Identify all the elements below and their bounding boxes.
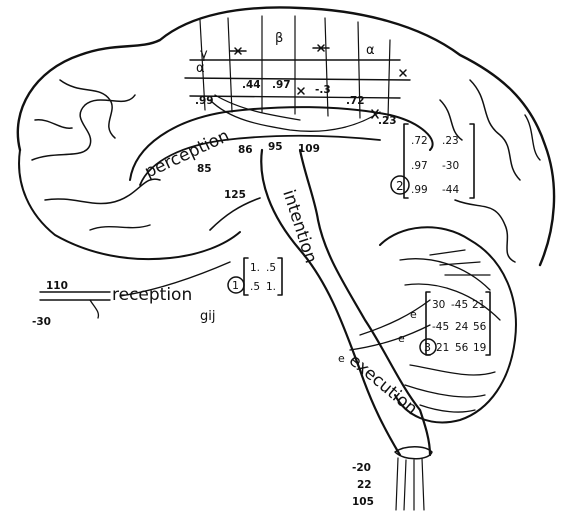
cerebellum-label-e: e: [398, 332, 405, 345]
cortex-number-99: .99: [195, 95, 214, 107]
matrix-1-cell: .5: [250, 281, 260, 293]
matrix-1-marker: 1: [232, 279, 239, 292]
matrix-3-cell: 24: [455, 321, 469, 333]
pathway-number-95: 95: [268, 141, 283, 153]
matrix-3-cell: 30: [432, 299, 445, 311]
cortex-number-3: -.3: [315, 84, 331, 96]
matrix-2-cell: .72: [411, 135, 428, 147]
label-gij: gij: [200, 309, 215, 324]
matrix-2-cell: .97: [411, 160, 428, 172]
greek-gamma: γ: [200, 47, 208, 62]
matrix-2-cell: .99: [411, 184, 428, 196]
greek-beta: β: [275, 31, 283, 46]
matrix-1-cell: .5: [266, 262, 276, 274]
matrix-3-cell: 21: [472, 299, 485, 311]
greek-alpha-2: α: [366, 43, 375, 58]
label-perception: perception: [142, 126, 233, 183]
matrix-2-cell: -44: [442, 184, 459, 196]
matrix-1-cell: 1.: [250, 262, 260, 274]
matrix-3-cell: 21: [436, 342, 449, 354]
pathway-number-105: 105: [352, 496, 374, 508]
label-reception: reception: [112, 285, 192, 305]
cerebellum-label-e: e: [410, 308, 417, 321]
cortex-number-97: .97: [272, 79, 291, 91]
cortex-number-23: .23: [378, 115, 397, 127]
matrix-1-cell: 1.: [266, 281, 276, 293]
greek-alpha: α: [196, 61, 205, 76]
label-execution: execution: [345, 351, 421, 420]
label-intention: intention: [278, 187, 320, 265]
pathway-number-20: -20: [352, 462, 371, 474]
matrix-3-cell: 56: [473, 321, 487, 333]
pathway-number-30: -30: [32, 316, 51, 328]
matrix-3-marker: 3: [424, 341, 431, 354]
pathway-number-109: 109: [298, 143, 320, 155]
pathway-number-125: 125: [224, 189, 246, 201]
pathway-number-86: 86: [238, 144, 253, 156]
matrix-3-cell: 19: [473, 342, 486, 354]
matrix-3-cell: -45: [451, 299, 468, 311]
cerebellum-label-e: e: [338, 352, 345, 365]
matrix-2-cell: .23: [442, 135, 459, 147]
matrix-3-cell: 56: [455, 342, 469, 354]
cortex-number-72: .72: [346, 95, 365, 107]
pathway-number-22: 22: [357, 479, 372, 491]
matrix-3-cell: -45: [432, 321, 449, 333]
cortex-number-44: .44: [242, 79, 261, 91]
pathway-number-110: 110: [46, 280, 68, 292]
matrix-2-cell: -30: [442, 160, 459, 172]
pathway-number-85: 85: [197, 163, 212, 175]
matrix-2-marker: 2: [396, 179, 404, 193]
